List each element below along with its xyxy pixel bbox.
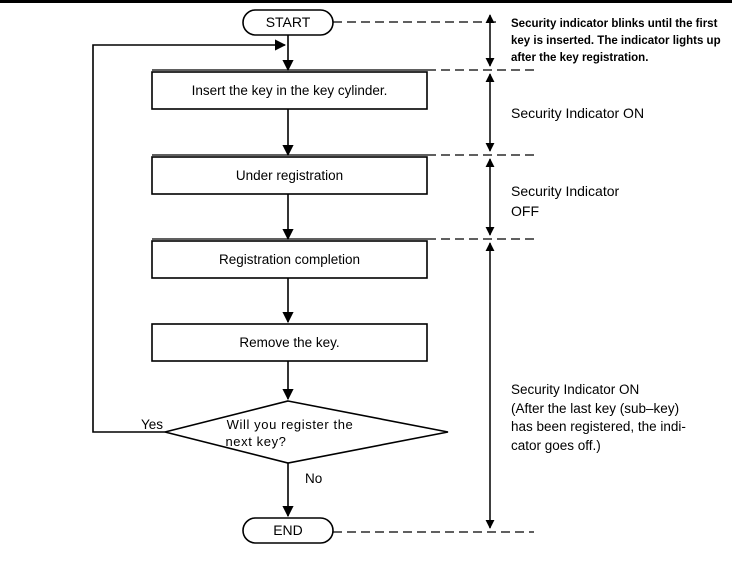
remove-key-label: Remove the key. <box>239 335 339 350</box>
node-insert-key[interactable]: Insert the key in the key cylinder. <box>151 71 428 110</box>
annotation-indicator-on-lower: Security Indicator ON (After the last ke… <box>511 382 686 453</box>
annotation-indicator-off: Security Indicator OFF <box>511 183 620 219</box>
under-registration-label: Under registration <box>236 168 343 183</box>
end-label: END <box>273 522 303 538</box>
node-start[interactable]: START <box>242 9 334 36</box>
node-end[interactable]: END <box>242 517 334 544</box>
connector-decision-yes-loopback <box>92 39 287 433</box>
insert-key-box <box>151 71 428 110</box>
decision-label-line2: next key? <box>225 434 286 449</box>
page-top-border <box>0 0 732 3</box>
node-under-registration[interactable]: Under registration <box>151 156 428 195</box>
annotation-indicator-on-upper: Security Indicator ON <box>511 105 645 121</box>
node-remove-key[interactable]: Remove the key. <box>151 323 428 362</box>
decision-diamond-shape <box>164 400 449 464</box>
edge-label-yes: Yes <box>141 417 163 432</box>
node-decision-next-key[interactable]: Will you register the next key? <box>164 400 449 464</box>
node-registration-completion[interactable]: Registration completion <box>151 240 428 279</box>
remove-key-box <box>151 323 428 362</box>
annotation-indicator-blink: Security indicator blinks until the firs… <box>511 18 721 64</box>
under-registration-box <box>151 156 428 195</box>
edge-label-no: No <box>305 471 322 486</box>
end-terminator-shape <box>242 517 334 544</box>
decision-label-line1: Will you register the <box>227 417 354 432</box>
registration-completion-label: Registration completion <box>219 252 360 267</box>
registration-completion-box <box>151 240 428 279</box>
insert-key-label: Insert the key in the key cylinder. <box>192 83 388 98</box>
start-label: START <box>266 14 311 30</box>
